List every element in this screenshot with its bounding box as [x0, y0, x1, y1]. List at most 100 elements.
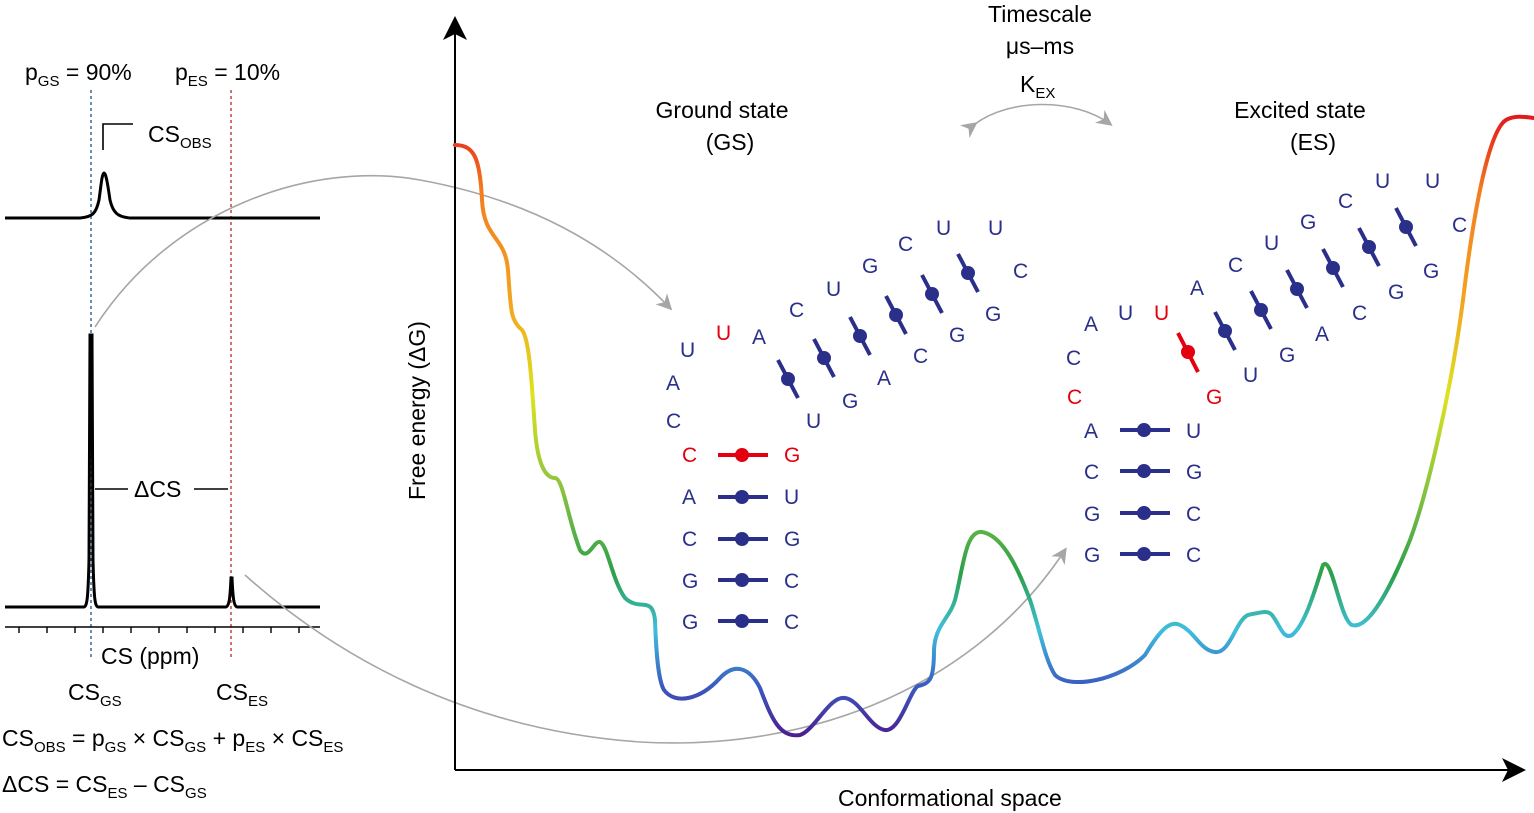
nucleotide-highlighted: U — [716, 322, 731, 345]
nucleotide: U — [1186, 420, 1201, 443]
base-pair — [1290, 282, 1304, 296]
nucleotide: C — [1186, 544, 1201, 567]
nucleotide: G — [1186, 461, 1202, 484]
nucleotide-highlighted: G — [784, 444, 800, 467]
cs-obs-label: CSOBS — [148, 121, 212, 152]
p-gs-label: pGS = 90% — [25, 59, 132, 90]
nucleotide: C — [789, 299, 804, 322]
nucleotide: G — [862, 255, 878, 278]
timescale-range: μs–ms — [1006, 33, 1074, 59]
nucleotide: C — [1452, 214, 1467, 237]
base-pair — [961, 266, 975, 280]
nucleotide: G — [1300, 211, 1316, 234]
nucleotide: U — [988, 217, 1003, 240]
nucleotide: G — [682, 570, 698, 593]
base-pair — [735, 614, 749, 628]
nucleotide: U — [784, 486, 799, 509]
nucleotide: U — [826, 278, 841, 301]
delta-cs-label: ΔCS — [134, 476, 181, 502]
base-pair — [735, 490, 749, 504]
nucleotide: A — [1084, 420, 1098, 443]
base-pair — [925, 287, 939, 301]
base-pair — [1137, 423, 1151, 437]
cs-es-label: CSES — [216, 679, 268, 710]
nucleotide: C — [784, 611, 799, 634]
exchange-double-arrow — [959, 103, 1113, 139]
nucleotide: C — [1066, 347, 1081, 370]
nucleotide: C — [1084, 461, 1099, 484]
base-pair — [1137, 506, 1151, 520]
observed-spectrum-trace — [5, 171, 320, 220]
nucleotide-highlighted: G — [1206, 386, 1222, 409]
nucleotide: G — [985, 303, 1001, 326]
ppm-axis — [5, 626, 320, 633]
nucleotide: U — [680, 339, 695, 362]
nucleotide: A — [1084, 313, 1098, 336]
nucleotide-highlighted: C — [1067, 386, 1082, 409]
free-energy-landscape-curve — [453, 114, 1534, 738]
nucleotide: C — [784, 570, 799, 593]
timescale-title: Timescale — [988, 1, 1092, 27]
nucleotide: G — [949, 324, 965, 347]
base-pair — [735, 532, 749, 546]
ground-state-title: Ground state — [656, 97, 789, 123]
kex-label: KEX — [1020, 71, 1055, 102]
excited-state-abbrev: (ES) — [1290, 129, 1336, 155]
y-axis-label: Free energy (ΔG) — [404, 321, 430, 500]
nucleotide: U — [806, 410, 821, 433]
cs-obs-bracket — [102, 123, 133, 150]
nucleotide: U — [1375, 170, 1390, 193]
es-peak-to-excited-state-arrow — [244, 547, 1067, 744]
gs-peak-to-ground-state-arrow — [94, 174, 673, 328]
base-pair — [1137, 547, 1151, 561]
nucleotide: A — [877, 367, 891, 390]
nucleotide-highlighted: C — [682, 444, 697, 467]
nucleotide: G — [1084, 503, 1100, 526]
chemical-shift-equation: CSOBS = pGS × CSGS + pES × CSES — [2, 725, 343, 756]
nucleotide: C — [1352, 302, 1367, 325]
nucleotide: U — [1243, 364, 1258, 387]
energy-landscape-axes — [443, 16, 1526, 782]
nucleotide: C — [1186, 503, 1201, 526]
slow-exchange-spectrum-trace — [5, 333, 320, 609]
cs-gs-label: CSGS — [68, 679, 122, 710]
nucleotide: C — [1338, 190, 1353, 213]
nucleotide: C — [1228, 254, 1243, 277]
nucleotide: U — [1264, 232, 1279, 255]
ground-state-rna: C A U U C A C G G G U G C C A C U G C U … — [666, 217, 1028, 634]
ground-state-abbrev: (GS) — [706, 129, 755, 155]
base-pair — [1218, 324, 1232, 338]
base-pair — [817, 351, 831, 365]
nucleotide: U — [1118, 302, 1133, 325]
nucleotide: G — [1084, 544, 1100, 567]
nucleotide: A — [1190, 277, 1204, 300]
base-pair — [853, 329, 867, 343]
base-pair — [735, 573, 749, 587]
base-pair — [1254, 303, 1268, 317]
nucleotide: G — [1423, 260, 1439, 283]
nucleotide: C — [898, 233, 913, 256]
nucleotide: U — [1425, 170, 1440, 193]
nucleotide: C — [913, 345, 928, 368]
ppm-axis-label: CS (ppm) — [101, 643, 199, 669]
excited-state-title: Excited state — [1234, 97, 1366, 123]
delta-cs-equation: ΔCS = CSES – CSGS — [2, 771, 207, 802]
excited-state-rna: C A U U C G A C G G U G C C A C U G C U — [1066, 170, 1467, 567]
nucleotide: C — [666, 410, 681, 433]
nucleotide: U — [936, 217, 951, 240]
nucleotide: A — [752, 326, 766, 349]
nucleotide: G — [784, 528, 800, 551]
nucleotide: C — [1013, 260, 1028, 283]
nucleotide: A — [682, 486, 696, 509]
base-pair-highlighted — [1181, 345, 1195, 359]
nucleotide: G — [842, 390, 858, 413]
nucleotide-highlighted: U — [1154, 302, 1169, 325]
nucleotide: A — [1315, 323, 1329, 346]
base-pair — [889, 308, 903, 322]
x-axis-label: Conformational space — [838, 785, 1062, 811]
base-pair-highlighted — [735, 448, 749, 462]
nucleotide: G — [1388, 281, 1404, 304]
p-es-label: pES = 10% — [175, 59, 280, 90]
base-pair — [1137, 464, 1151, 478]
